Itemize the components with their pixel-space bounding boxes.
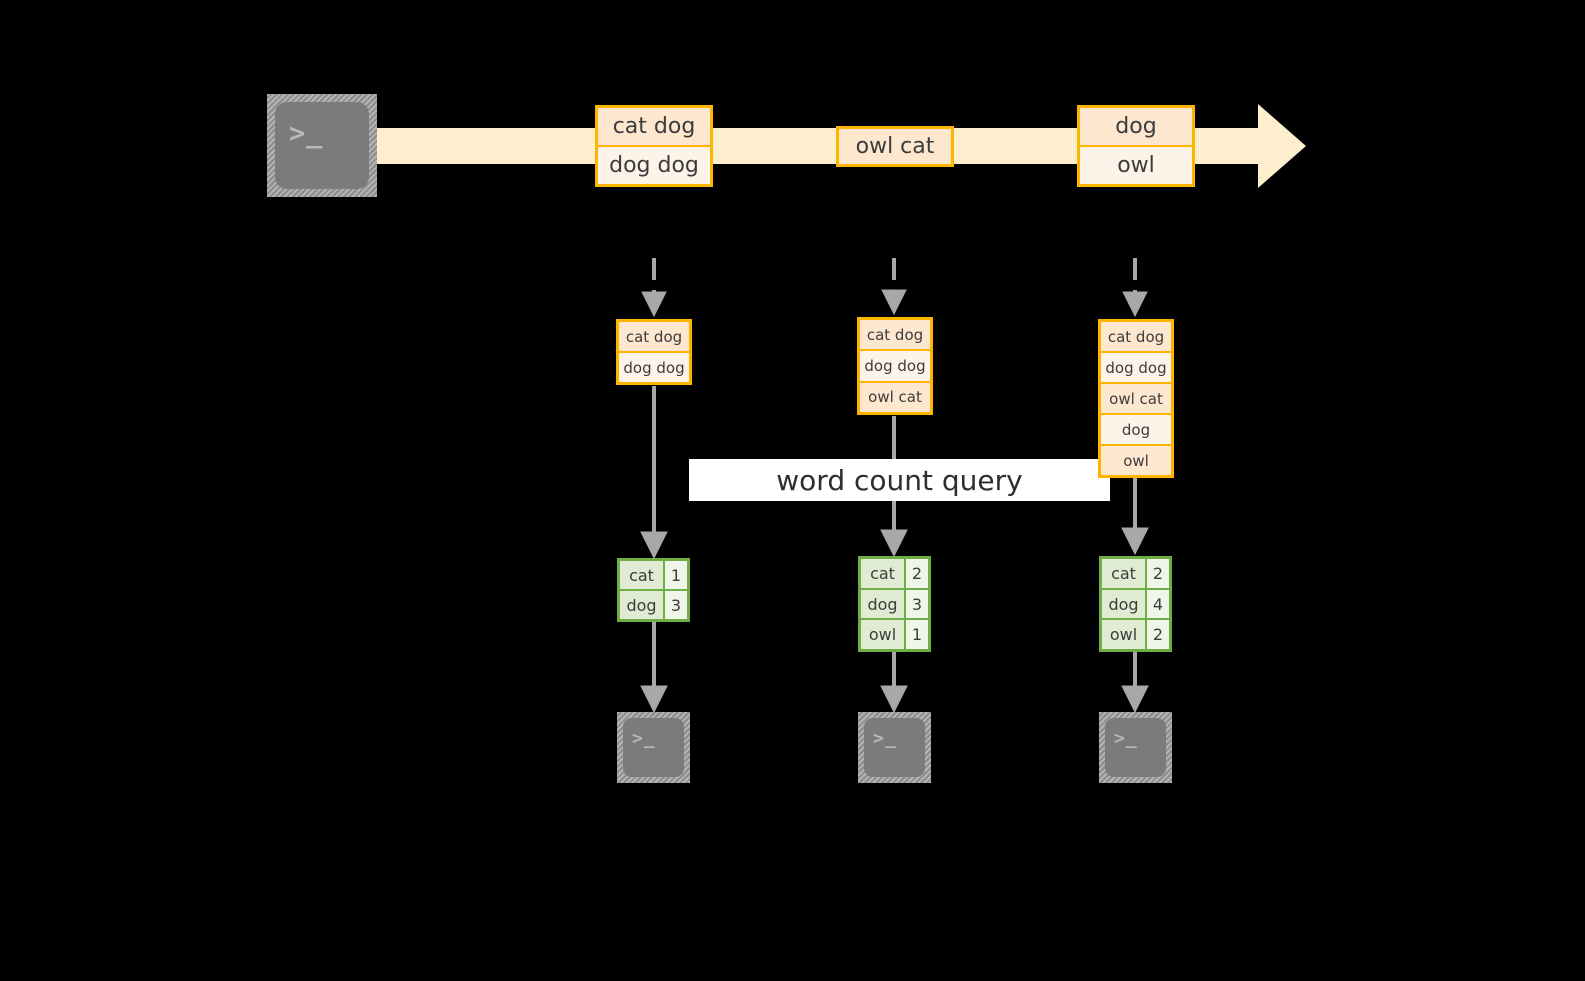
count-cell: 1 — [665, 561, 687, 589]
table-row: cat 2 — [861, 559, 928, 590]
snapshot-2-accumulated-records[interactable]: cat dog dog dog owl cat — [857, 317, 933, 415]
record-row: cat dog — [860, 320, 930, 352]
word-count-query-banner: word count query — [689, 459, 1110, 501]
snapshot-3-sink-terminal-icon[interactable]: >_ — [1099, 712, 1172, 783]
record-row: owl cat — [860, 382, 930, 412]
stream-event-row: dog dog — [598, 147, 710, 184]
record-row: owl — [1101, 446, 1171, 475]
table-row: cat 1 — [620, 561, 687, 591]
word-cell: dog — [861, 589, 906, 619]
stream-event-row: owl cat — [839, 129, 951, 164]
stream-event-1[interactable]: cat dog dog dog — [595, 105, 713, 187]
record-row: dog — [1101, 415, 1171, 446]
terminal-prompt-glyph: >_ — [289, 118, 324, 149]
word-cell: cat — [1102, 559, 1147, 588]
count-cell: 4 — [1147, 589, 1169, 619]
source-terminal-icon[interactable]: >_ — [267, 94, 377, 197]
table-row: owl 2 — [1102, 620, 1169, 650]
record-row: dog dog — [1101, 353, 1171, 384]
stream-event-3[interactable]: dog owl — [1077, 105, 1195, 187]
count-cell: 2 — [1147, 620, 1169, 650]
snapshot-1-result-table[interactable]: cat 1 dog 3 — [617, 558, 690, 622]
word-cell: cat — [620, 561, 665, 589]
table-row: dog 3 — [620, 591, 687, 619]
record-row: dog dog — [860, 351, 930, 383]
banner-label: word count query — [776, 463, 1023, 497]
snapshot-2-sink-terminal-icon[interactable]: >_ — [858, 712, 931, 783]
snapshot-tap-arrows — [641, 258, 1148, 318]
table-row: dog 3 — [861, 589, 928, 621]
record-row: cat dog — [619, 322, 689, 353]
record-row: owl cat — [1101, 384, 1171, 415]
snapshot-1-sink-terminal-icon[interactable]: >_ — [617, 712, 690, 783]
terminal-screen: >_ — [1105, 718, 1166, 777]
record-row: dog dog — [619, 353, 689, 382]
snapshot-1-accumulated-records[interactable]: cat dog dog dog — [616, 319, 692, 385]
count-cell: 3 — [665, 591, 687, 619]
table-row: cat 2 — [1102, 559, 1169, 590]
stream-event-row: cat dog — [598, 108, 710, 147]
terminal-screen: >_ — [275, 102, 369, 189]
word-cell: dog — [620, 591, 665, 619]
table-row: dog 4 — [1102, 589, 1169, 621]
stream-event-row: dog — [1080, 108, 1192, 147]
snapshot-3-result-table[interactable]: cat 2 dog 4 owl 2 — [1099, 556, 1172, 652]
terminal-prompt-glyph: >_ — [1114, 728, 1138, 749]
count-cell: 1 — [906, 620, 928, 650]
count-cell: 2 — [906, 559, 928, 588]
snapshot-3-accumulated-records[interactable]: cat dog dog dog owl cat dog owl — [1098, 319, 1174, 478]
count-cell: 2 — [1147, 559, 1169, 588]
word-cell: cat — [861, 559, 906, 588]
snapshot-2-result-table[interactable]: cat 2 dog 3 owl 1 — [858, 556, 931, 652]
word-cell: dog — [1102, 589, 1147, 619]
terminal-screen: >_ — [623, 718, 684, 777]
table-row: owl 1 — [861, 620, 928, 650]
count-cell: 3 — [906, 589, 928, 619]
stream-event-2[interactable]: owl cat — [836, 126, 954, 167]
word-cell: owl — [1102, 620, 1147, 650]
word-cell: owl — [861, 620, 906, 650]
stream-event-row: owl — [1080, 147, 1192, 184]
record-row: cat dog — [1101, 322, 1171, 353]
terminal-prompt-glyph: >_ — [873, 728, 897, 749]
terminal-screen: >_ — [864, 718, 925, 777]
terminal-prompt-glyph: >_ — [632, 728, 656, 749]
